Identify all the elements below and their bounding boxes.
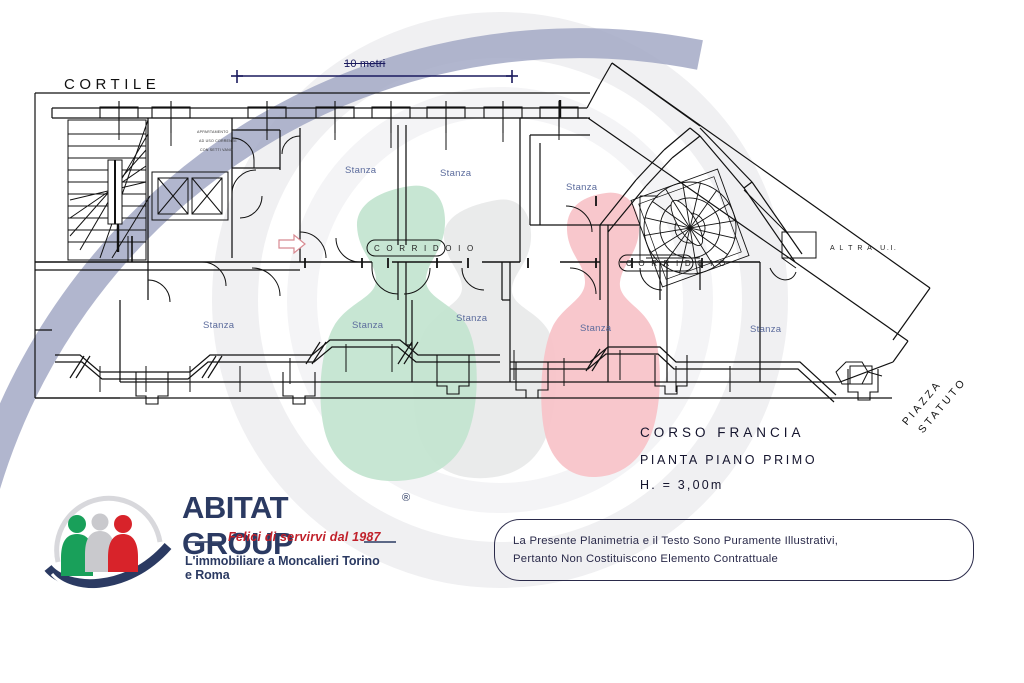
title-height: H. = 3,00m <box>640 478 724 492</box>
logo-tagline: Felici di servirvi dal 1987 <box>228 530 381 544</box>
zone-red <box>541 192 660 478</box>
scale-bar-label: 10 metri <box>344 58 386 70</box>
room-label-stanza: Stanza <box>566 182 598 193</box>
annotation-note-line3: CON SETTI VANO <box>200 148 233 152</box>
door-swings <box>147 135 663 303</box>
facade-ticks-bottom <box>99 344 731 392</box>
annotation-note-line2: AD USO CORRENTE <box>199 139 237 143</box>
corridor-label: C O R R I D O I O <box>374 244 476 253</box>
door-jambs <box>304 196 703 268</box>
disclaimer-box: La Presente Planimetria e il Testo Sono … <box>494 519 974 581</box>
logo-registered-mark: ® <box>402 492 411 504</box>
logo-rule <box>186 541 396 543</box>
title-plan: PIANTA PIANO PRIMO <box>640 453 818 467</box>
room-label-stanza: Stanza <box>203 320 235 331</box>
bay-windows-bottom <box>55 339 837 403</box>
entrance-arrow <box>278 233 306 255</box>
corridor-label: C O R R I D O I O <box>626 259 728 268</box>
label-altra-ui: A L T R A U.I. <box>830 245 898 252</box>
building-outline <box>34 62 931 399</box>
logo-mark <box>44 495 174 589</box>
service-shafts-right <box>743 189 883 385</box>
upper-right-walls <box>520 100 803 263</box>
logo-wordmark: ABITAT GROUP <box>182 490 294 561</box>
disclaimer-line-2: Pertanto Non Costituiscono Elemento Cont… <box>513 553 779 566</box>
main-stairwell <box>67 119 151 262</box>
label-cortile: CORTILE <box>64 76 161 93</box>
room-label-stanza: Stanza <box>750 324 782 335</box>
scale-bar <box>231 70 518 83</box>
abitat-group-logo: ABITAT GROUP ® Felici di servirvi dal 19… <box>40 484 410 589</box>
disclaimer-line-1: La Presente Planimetria e il Testo Sono … <box>513 535 839 547</box>
corridor-label-pills <box>366 239 694 272</box>
room-label-stanza: Stanza <box>352 320 384 331</box>
balcony-boxes <box>135 355 879 405</box>
title-street: CORSO FRANCIA <box>640 425 805 440</box>
elevator-shafts <box>151 171 229 221</box>
logo-subtitle: L'immobiliare a Moncalieri Torino e Roma <box>185 554 380 582</box>
room-label-stanza: Stanza <box>440 168 472 179</box>
room-label-stanza: Stanza <box>345 165 377 176</box>
annotation-note-line1: APPARTAMENTO <box>197 130 229 134</box>
riser-pipes <box>118 118 560 150</box>
room-label-stanza: Stanza <box>580 323 612 334</box>
logo-figure-gray <box>85 513 115 572</box>
logo-figure-red <box>108 515 138 572</box>
zone-green <box>320 185 477 482</box>
room-label-stanza: Stanza <box>456 313 488 324</box>
